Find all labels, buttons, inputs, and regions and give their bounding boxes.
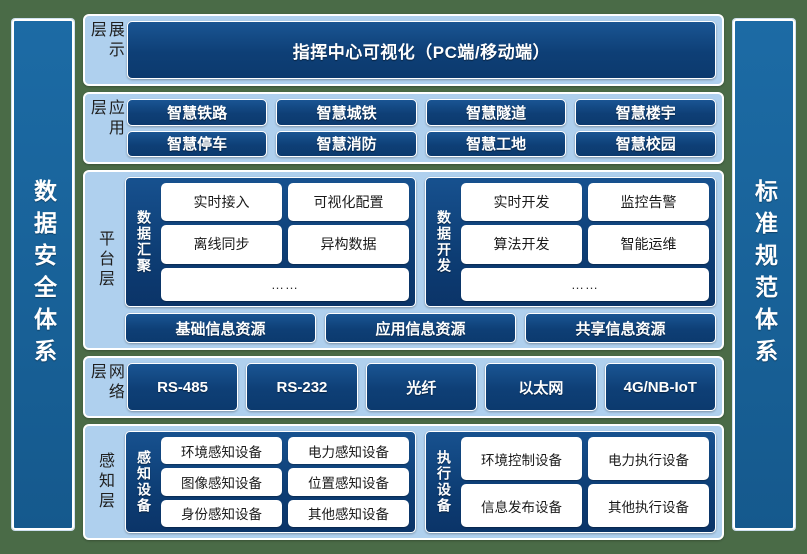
platform-item[interactable]: 异构数据 [288,225,409,264]
perception-item[interactable]: 位置感知设备 [288,468,409,496]
network-item[interactable]: RS-485 [126,363,239,411]
left-pillar-data-security: 数据安全体系 [12,19,74,530]
layer-presentation: 展示层 指挥中心可视化（PC端/移动端） [83,14,724,86]
layer-network: 网络层 RS-485 RS-232 光纤 以太网 4G/NB-IoT [83,356,724,418]
platform-item[interactable]: 算法开发 [461,225,582,264]
layer-perception: 感知层 感知设备 环境感知设备 电力感知设备 图像感知设备 位置感知设备 身份感… [83,424,724,540]
left-pillar-label: 数据安全体系 [30,178,57,371]
perception-item[interactable]: 环境感知设备 [161,437,282,465]
platform-item-more[interactable]: …… [161,267,409,301]
presentation-banner[interactable]: 指挥中心可视化（PC端/移动端） [126,21,716,79]
platform-item[interactable]: 实时接入 [161,183,282,222]
network-item[interactable]: RS-232 [246,363,358,411]
layer-platform-body: 数据汇聚 实时接入 可视化配置 离线同步 异构数据 …… 数据开发 实时开发 [125,177,716,343]
network-item[interactable]: 光纤 [365,363,478,411]
resource-item[interactable]: 应用信息资源 [325,313,516,343]
layer-perception-label: 感知层 [95,452,113,512]
app-item[interactable]: 智慧楼宇 [575,99,716,126]
group-items: 实时开发 监控告警 算法开发 智能运维 …… [461,183,709,301]
perception-item[interactable]: 电力感知设备 [288,437,409,465]
platform-resources: 基础信息资源 应用信息资源 共享信息资源 [125,313,716,343]
app-item[interactable]: 智慧铁路 [126,99,268,126]
group-items: 环境感知设备 电力感知设备 图像感知设备 位置感知设备 身份感知设备 其他感知设… [161,437,409,527]
app-item[interactable]: 智慧隧道 [425,99,567,126]
platform-item[interactable]: 实时开发 [461,183,582,222]
app-item[interactable]: 智慧城铁 [276,99,417,126]
layer-application: 应用层 智慧铁路 智慧城铁 智慧隧道 智慧楼宇 智慧停车 智慧消防 智慧工地 智… [83,92,724,164]
platform-groups: 数据汇聚 实时接入 可视化配置 离线同步 异构数据 …… 数据开发 实时开发 [125,177,716,307]
app-item[interactable]: 智慧消防 [276,130,417,157]
network-item[interactable]: 以太网 [485,363,597,411]
right-pillar-label: 标准规范体系 [751,178,778,371]
application-grid: 智慧铁路 智慧城铁 智慧隧道 智慧楼宇 智慧停车 智慧消防 智慧工地 智慧校园 [126,99,716,157]
platform-group-data-development: 数据开发 实时开发 监控告警 算法开发 智能运维 …… [425,177,716,307]
group-items: 环境控制设备 电力执行设备 信息发布设备 其他执行设备 [461,437,709,527]
layer-network-body: RS-485 RS-232 光纤 以太网 4G/NB-IoT [126,363,716,411]
resource-item[interactable]: 共享信息资源 [525,313,716,343]
platform-item[interactable]: 可视化配置 [288,183,409,222]
platform-item[interactable]: 智能运维 [588,225,709,264]
network-item[interactable]: 4G/NB-IoT [604,363,716,411]
platform-item[interactable]: 监控告警 [588,183,709,222]
actuator-item[interactable]: 其他执行设备 [588,484,709,527]
actuator-item[interactable]: 环境控制设备 [461,437,582,480]
app-item[interactable]: 智慧停车 [126,130,268,157]
perception-item[interactable]: 图像感知设备 [161,468,282,496]
perception-group-actuator-devices: 执行设备 环境控制设备 电力执行设备 信息发布设备 其他执行设备 [425,431,716,533]
network-row: RS-485 RS-232 光纤 以太网 4G/NB-IoT [126,363,716,411]
layer-platform-label: 平台层 [95,230,113,290]
actuator-item[interactable]: 电力执行设备 [588,437,709,480]
actuator-item[interactable]: 信息发布设备 [461,484,582,527]
right-pillar-standards: 标准规范体系 [733,19,795,530]
group-label: 数据汇聚 [136,210,152,274]
layer-platform: 平台层 数据汇聚 实时接入 可视化配置 离线同步 异构数据 …… [83,170,724,350]
perception-item[interactable]: 身份感知设备 [161,499,282,527]
group-label: 感知设备 [136,450,152,514]
layer-network-label: 网络层 [87,363,123,403]
platform-item[interactable]: 离线同步 [161,225,282,264]
layer-application-body: 智慧铁路 智慧城铁 智慧隧道 智慧楼宇 智慧停车 智慧消防 智慧工地 智慧校园 [126,99,716,157]
resource-item[interactable]: 基础信息资源 [125,313,316,343]
layer-application-label: 应用层 [87,99,123,139]
group-items: 实时接入 可视化配置 离线同步 异构数据 …… [161,183,409,301]
perception-groups: 感知设备 环境感知设备 电力感知设备 图像感知设备 位置感知设备 身份感知设备 … [125,431,716,533]
app-item[interactable]: 智慧校园 [575,130,716,157]
group-label: 数据开发 [436,210,452,274]
app-item[interactable]: 智慧工地 [425,130,567,157]
perception-group-sensing-devices: 感知设备 环境感知设备 电力感知设备 图像感知设备 位置感知设备 身份感知设备 … [125,431,416,533]
layer-presentation-body: 指挥中心可视化（PC端/移动端） [126,21,716,79]
layer-perception-body: 感知设备 环境感知设备 电力感知设备 图像感知设备 位置感知设备 身份感知设备 … [125,431,716,533]
platform-group-data-aggregation: 数据汇聚 实时接入 可视化配置 离线同步 异构数据 …… [125,177,416,307]
group-label: 执行设备 [436,450,452,514]
layer-stack: 展示层 指挥中心可视化（PC端/移动端） 应用层 智慧铁路 智慧城铁 智慧隧道 … [83,14,724,540]
perception-item[interactable]: 其他感知设备 [288,499,409,527]
platform-item-more[interactable]: …… [461,267,709,301]
layer-presentation-label: 展示层 [87,21,123,61]
